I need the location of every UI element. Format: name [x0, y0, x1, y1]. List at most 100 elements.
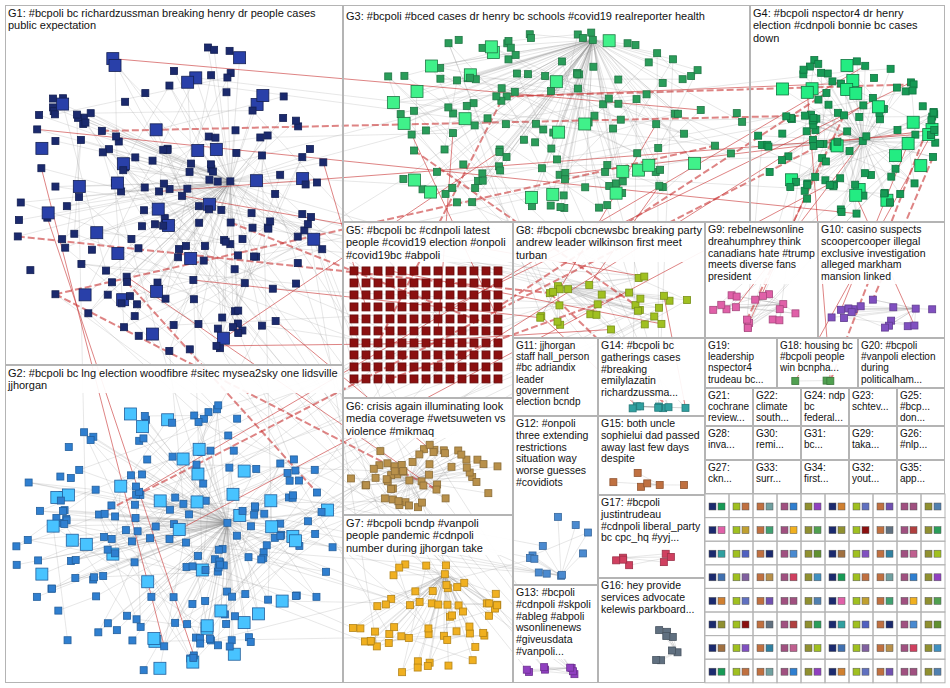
vertex	[901, 503, 908, 510]
tiny-group-box	[705, 612, 729, 636]
vertex-edge	[164, 523, 227, 646]
vertex	[881, 190, 888, 197]
vertex-edge	[200, 559, 534, 644]
vertex	[280, 114, 287, 121]
vertex	[814, 621, 821, 628]
tiny-group	[897, 541, 921, 565]
vertex	[180, 500, 187, 507]
vertex	[869, 94, 876, 101]
vertex	[526, 191, 538, 203]
vertex-edge	[593, 40, 623, 181]
vertex	[48, 585, 55, 592]
vertex	[825, 101, 832, 108]
vertex-edge	[812, 66, 865, 89]
vertex	[215, 605, 227, 617]
vertex	[575, 85, 582, 92]
tiny-group	[921, 659, 945, 683]
tiny-group-box	[921, 565, 945, 589]
vertex	[411, 107, 418, 114]
vertex	[398, 117, 410, 129]
vertex	[824, 70, 831, 77]
vertex	[871, 74, 878, 81]
tiny-group	[729, 518, 753, 542]
vertex	[131, 501, 138, 508]
tiny-group-box	[801, 612, 825, 636]
vertex	[24, 536, 31, 543]
vertex-edge	[99, 515, 136, 620]
vertex	[853, 597, 860, 604]
vertex	[512, 51, 519, 58]
vertex	[934, 550, 941, 557]
vertex	[485, 41, 497, 53]
vertex	[78, 260, 85, 267]
vertices	[13, 29, 939, 678]
tiny-group-box	[777, 612, 801, 636]
vertex	[757, 668, 764, 675]
vertex	[190, 277, 197, 284]
vertex	[76, 466, 83, 473]
vertex	[733, 597, 740, 604]
vertex	[52, 291, 59, 298]
vertex	[934, 668, 941, 675]
tiny-group	[801, 518, 825, 542]
vertex	[250, 253, 257, 260]
vertex	[61, 521, 68, 528]
vertex-edge	[559, 40, 593, 132]
vertex	[63, 203, 70, 210]
vertex	[912, 131, 919, 138]
vertex	[162, 295, 169, 302]
vertex	[718, 503, 725, 510]
vertex	[124, 408, 136, 420]
vertex	[87, 437, 94, 444]
vertex	[934, 574, 941, 581]
vertex	[459, 113, 471, 125]
vertex	[175, 254, 182, 261]
vertex	[293, 592, 300, 599]
vertex	[82, 119, 89, 126]
tiny-group-box	[753, 565, 777, 589]
vertex	[166, 82, 173, 89]
vertex	[160, 180, 167, 187]
vertex	[718, 645, 725, 652]
vertex	[120, 167, 127, 174]
tiny-group-box	[801, 541, 825, 565]
small-group-grid	[705, 494, 945, 683]
vertex	[934, 621, 941, 628]
vertex	[550, 76, 562, 88]
vertex	[829, 503, 836, 510]
vertex	[385, 73, 392, 80]
vertex	[272, 318, 279, 325]
vertex	[252, 503, 259, 510]
vertex	[57, 98, 69, 110]
vertex	[449, 184, 456, 191]
tiny-group	[873, 518, 897, 542]
vertex	[814, 503, 821, 510]
vertex	[264, 132, 271, 139]
vertex	[718, 668, 725, 675]
vertex-edge	[423, 107, 879, 190]
vertex	[697, 106, 704, 113]
vertex	[232, 127, 239, 134]
vertex	[910, 668, 917, 675]
intergroup-edge	[41, 168, 164, 646]
vertex	[134, 528, 141, 535]
vertex	[742, 503, 749, 510]
tiny-group	[921, 588, 945, 612]
vertex	[186, 511, 193, 518]
vertex	[901, 621, 908, 628]
vertex	[148, 633, 160, 645]
vertex	[886, 668, 893, 675]
vertex	[872, 101, 884, 113]
vertex	[901, 668, 908, 675]
vertex	[202, 598, 209, 605]
tiny-group-box	[825, 659, 849, 683]
vertex	[139, 471, 146, 478]
vertex	[206, 635, 213, 642]
vertex-edge	[842, 141, 863, 212]
intergroup-edge	[136, 66, 865, 495]
vertex	[38, 165, 45, 172]
vertex	[34, 126, 41, 133]
vertex	[64, 637, 71, 644]
vertex	[532, 120, 539, 127]
vertex	[757, 503, 764, 510]
